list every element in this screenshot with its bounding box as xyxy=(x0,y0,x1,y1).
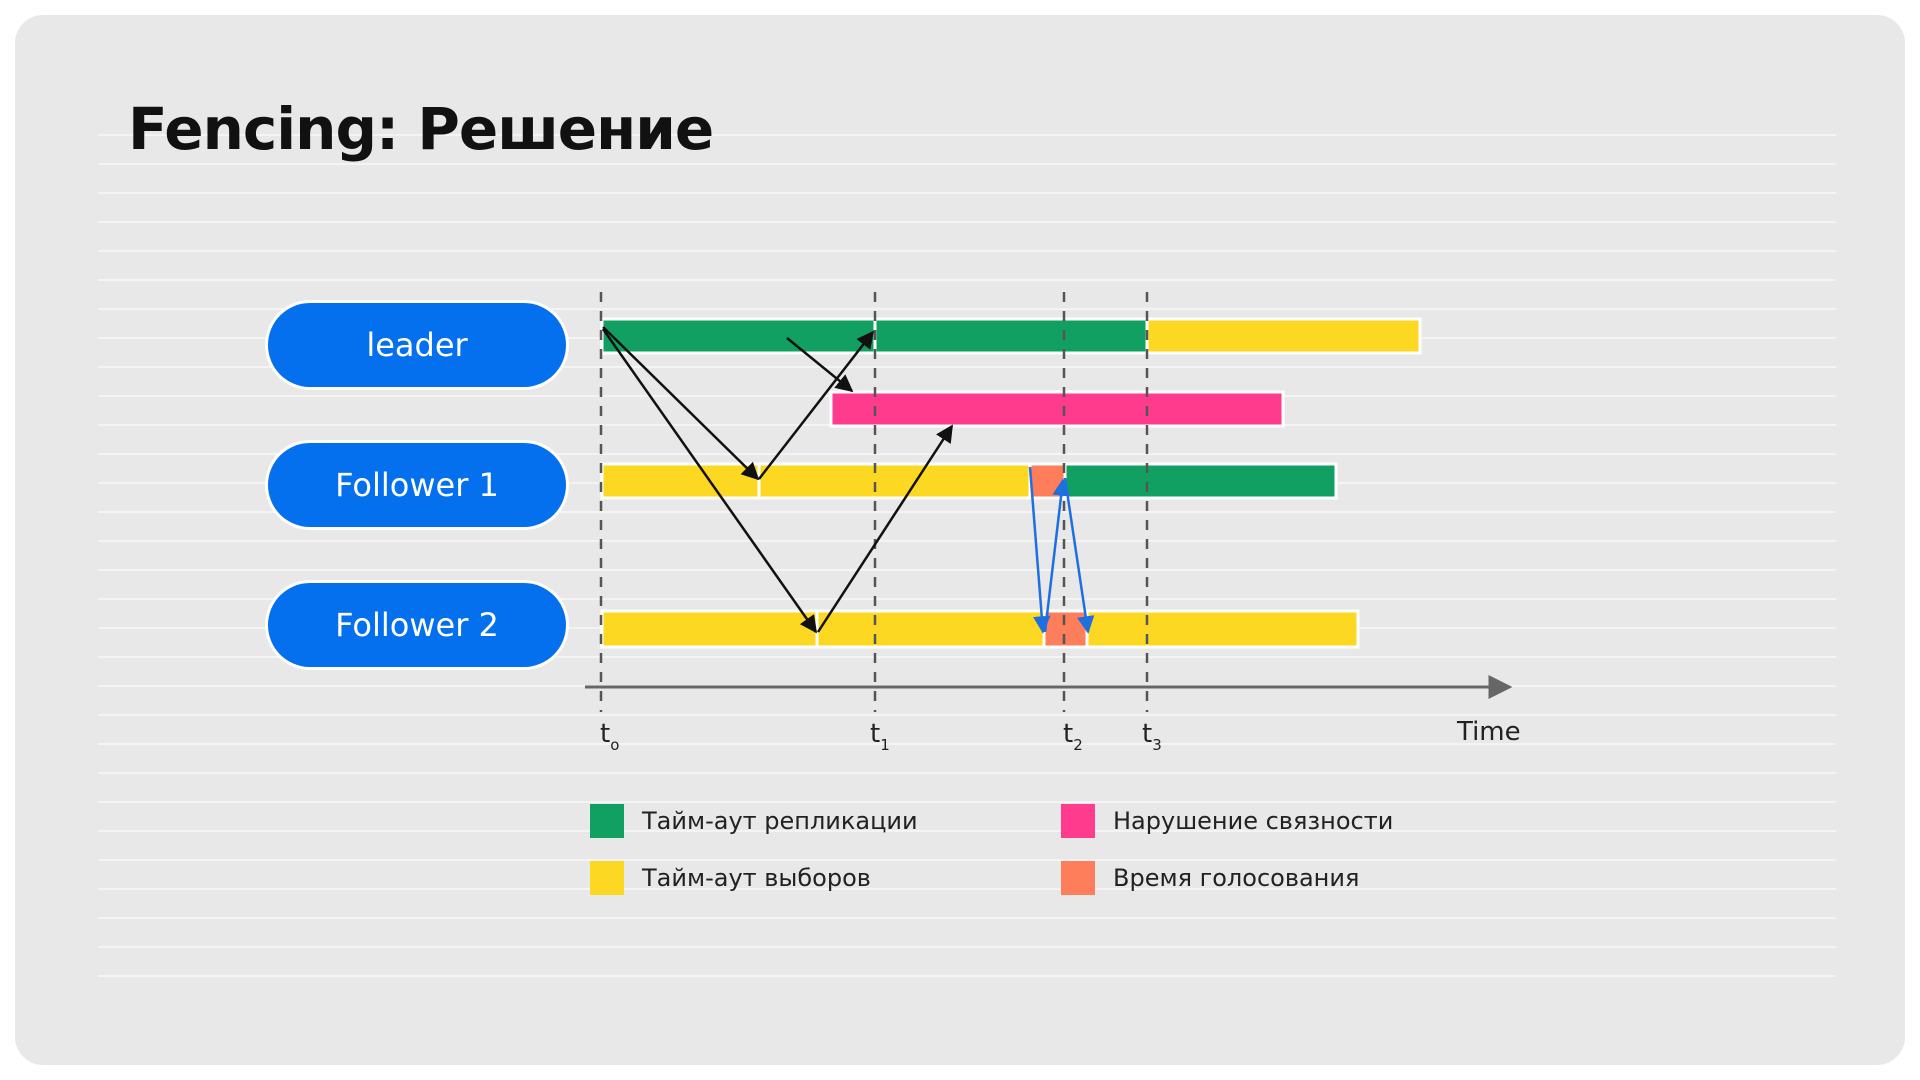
legend-label: Тайм-аут репликации xyxy=(642,807,918,835)
legend-item-voting-time: Время голосования xyxy=(1061,861,1359,895)
vote-arrows xyxy=(1028,466,1095,634)
bar-election-timeout xyxy=(1145,317,1422,355)
node-follower-2: Follower 2 xyxy=(268,583,566,667)
bar-election-timeout xyxy=(757,462,1032,500)
legend-label: Тайм-аут выборов xyxy=(642,864,871,892)
legend-item-replication-timeout: Тайм-аут репликации xyxy=(590,804,918,838)
bar-election-timeout xyxy=(815,609,1046,649)
bar-election-timeout xyxy=(600,462,761,500)
bar-replication-timeout xyxy=(873,317,1149,355)
bar-partition xyxy=(829,390,1285,428)
arrow-heartbeat-to-follower-1 xyxy=(602,326,760,481)
arrow-vote-reply xyxy=(1063,477,1095,634)
axis-time-label: Time xyxy=(1457,717,1521,747)
tick-label-t1: t1 xyxy=(870,719,890,754)
legend-item-election-timeout: Тайм-аут выборов xyxy=(590,861,871,895)
tick-label-t3: t3 xyxy=(1142,719,1162,754)
page-title: Fencing: Решение xyxy=(128,95,714,163)
legend-swatch xyxy=(590,804,624,838)
legend-label: Нарушение связности xyxy=(1113,807,1394,835)
bar-election-timeout xyxy=(1085,609,1360,649)
arrow-leader-to-partition xyxy=(786,337,854,393)
legend-swatch xyxy=(590,861,624,895)
follower-1-bars xyxy=(600,462,1338,500)
node-follower-1: Follower 1 xyxy=(268,443,566,527)
time-markers xyxy=(599,292,1149,712)
tick-label-t2: t2 xyxy=(1063,719,1083,754)
legend-swatch xyxy=(1061,804,1095,838)
arrow-ack-from-follower-1 xyxy=(758,330,875,480)
arrow-vote-grant xyxy=(1043,478,1070,633)
legend-label: Время голосования xyxy=(1113,864,1360,892)
node-leader: leader xyxy=(268,303,566,387)
bar-replication-timeout xyxy=(1063,462,1338,500)
arrow-vote-request xyxy=(1028,466,1051,634)
follower-2-bars xyxy=(600,609,1360,649)
slide xyxy=(15,15,1905,1065)
background-lines xyxy=(98,107,1836,997)
bar-voting-time xyxy=(1028,462,1067,500)
bar-replication-timeout xyxy=(600,317,877,355)
arrow-heartbeat-to-follower-2 xyxy=(601,328,818,634)
arrow-ack-from-follower-2 xyxy=(816,424,954,633)
tick-label-t0: to xyxy=(600,719,620,754)
leader-bars xyxy=(600,317,1422,355)
legend-swatch xyxy=(1061,861,1095,895)
message-arrows xyxy=(601,326,954,634)
legend-item-partition: Нарушение связности xyxy=(1061,804,1393,838)
bar-voting-time xyxy=(1042,609,1089,649)
bar-election-timeout xyxy=(600,609,819,649)
